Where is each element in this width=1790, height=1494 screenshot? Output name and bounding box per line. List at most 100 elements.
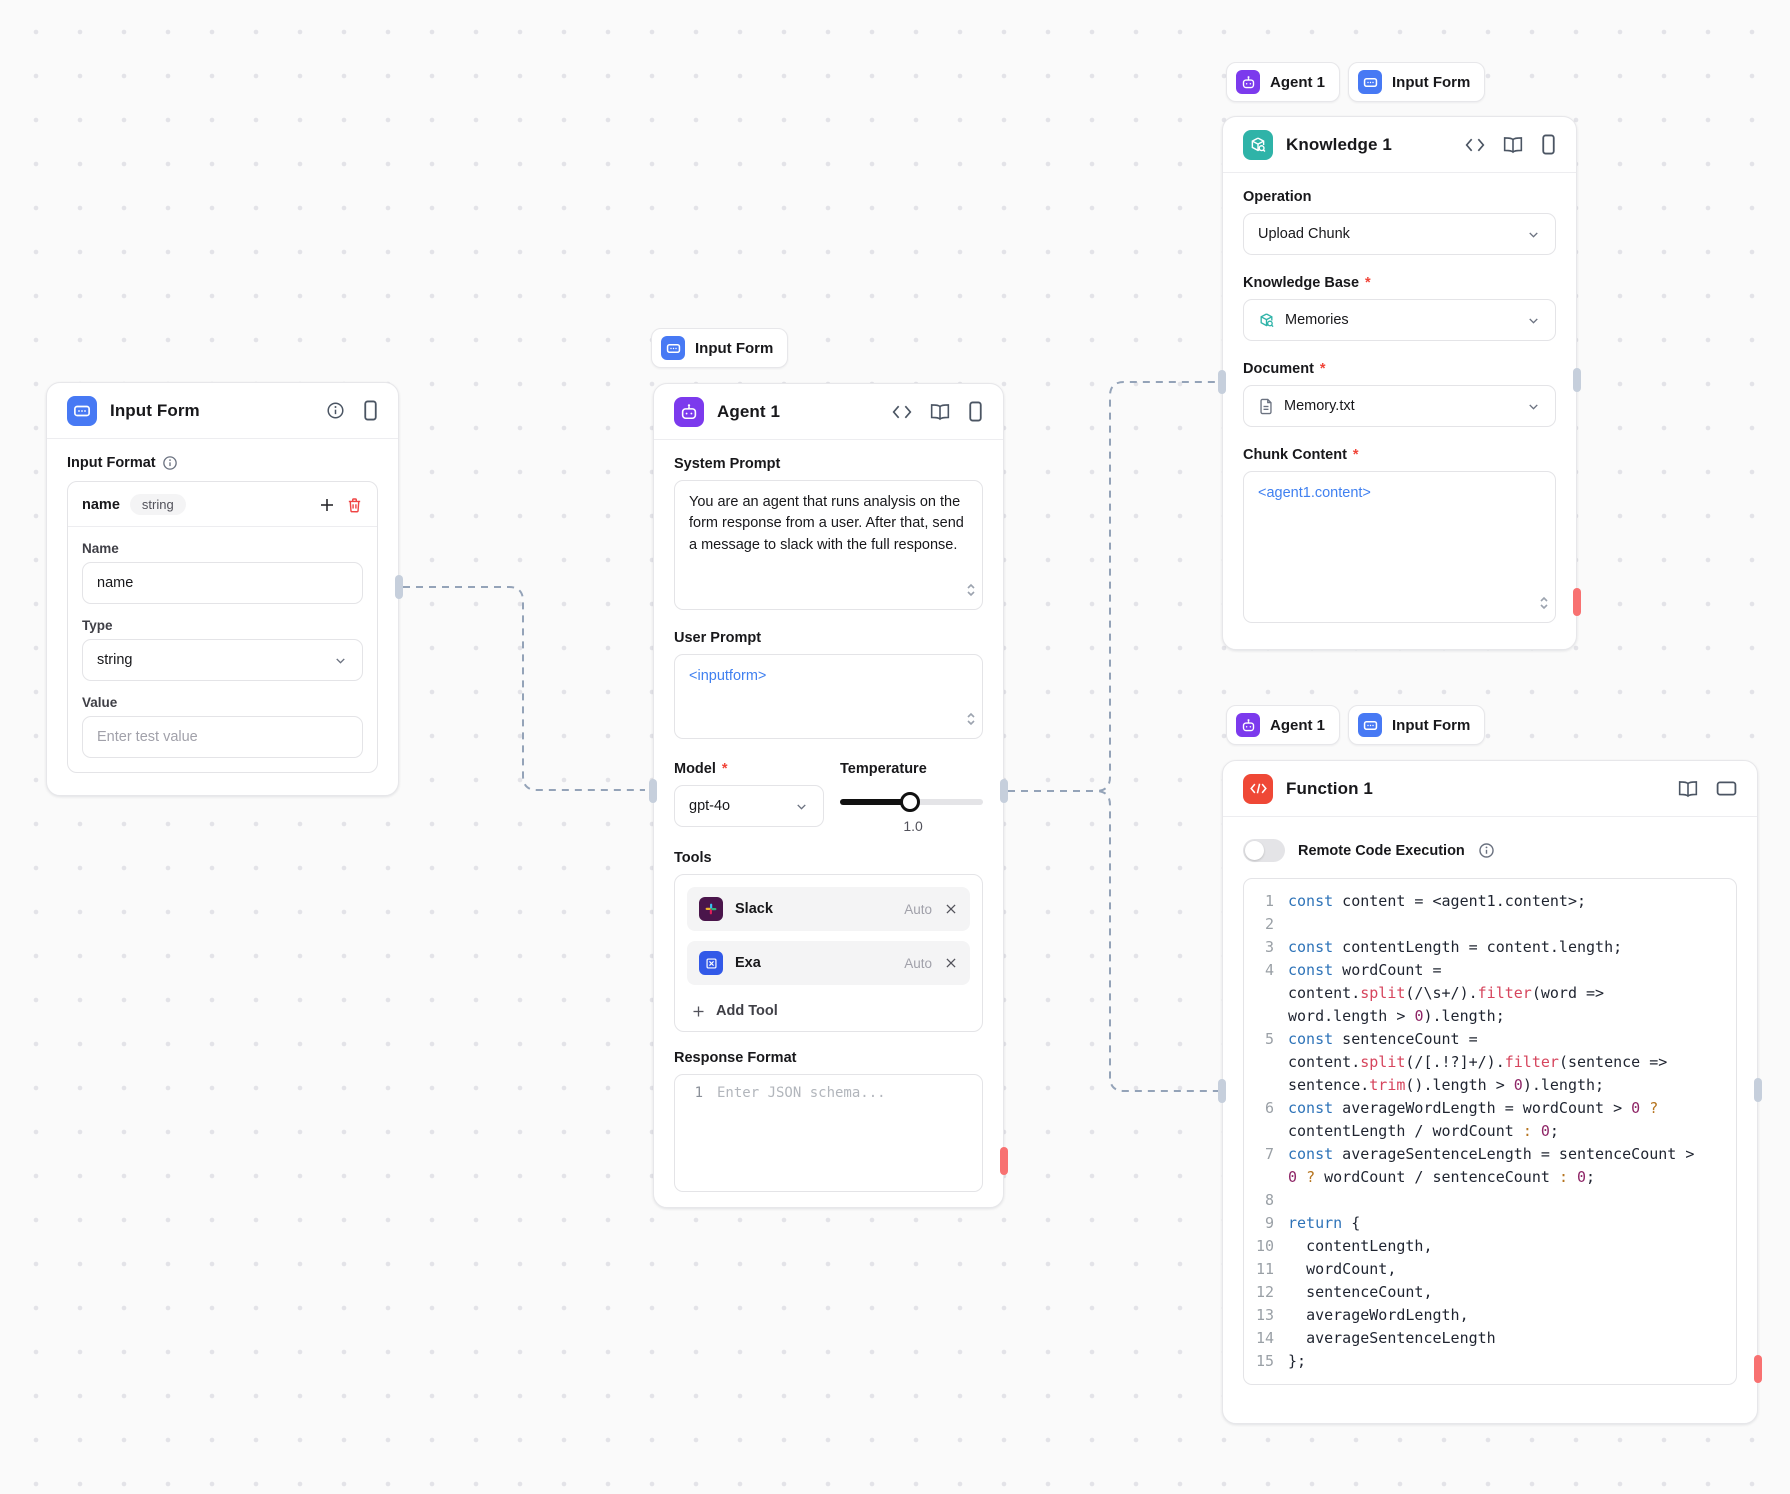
- code-text: const content = <agent1.content>;: [1288, 892, 1587, 910]
- mobile-preview-icon[interactable]: [1541, 134, 1556, 155]
- resize-grip-icon[interactable]: [1539, 596, 1549, 617]
- function-icon: [1243, 773, 1273, 804]
- document-select[interactable]: Memory.txt: [1243, 385, 1556, 427]
- chip-agent[interactable]: Agent 1: [1226, 705, 1341, 745]
- code-text: [1288, 913, 1706, 936]
- node-agent[interactable]: Agent 1 System Prompt You are an agent t…: [653, 383, 1004, 1208]
- port-function-output[interactable]: [1754, 1078, 1762, 1102]
- temperature-slider[interactable]: [840, 792, 983, 812]
- node-title: Function 1: [1286, 778, 1373, 798]
- node-knowledge[interactable]: Knowledge 1 Operation Upload Chunk Knowl…: [1222, 116, 1577, 650]
- remove-tool-icon[interactable]: [944, 902, 958, 916]
- port-agent-input[interactable]: [649, 779, 657, 803]
- function-header: Function 1: [1223, 761, 1757, 817]
- user-prompt-text: <inputform>: [689, 668, 767, 684]
- model-select-value: gpt-4o: [689, 798, 731, 814]
- docs-icon[interactable]: [1503, 136, 1523, 154]
- chip-input-form[interactable]: Input Form: [651, 328, 789, 368]
- add-tool-button[interactable]: Add Tool: [687, 995, 970, 1019]
- tool-mode: Auto: [904, 901, 932, 917]
- node-title: Agent 1: [717, 401, 781, 421]
- name-input[interactable]: name: [82, 562, 363, 604]
- tool-row-slack[interactable]: Slack Auto: [687, 887, 970, 931]
- agent-icon: [1236, 70, 1260, 94]
- delete-field-icon[interactable]: [346, 496, 363, 514]
- info-icon[interactable]: [162, 455, 178, 471]
- port-agent-output[interactable]: [1000, 779, 1008, 803]
- info-icon[interactable]: [1478, 842, 1495, 859]
- code-line: 2: [1244, 913, 1736, 936]
- resize-grip-icon[interactable]: [966, 712, 976, 733]
- field-type-badge: string: [129, 494, 186, 515]
- chip-agent[interactable]: Agent 1: [1226, 62, 1341, 102]
- value-input[interactable]: Enter test value: [82, 716, 363, 758]
- code-view-icon[interactable]: [892, 404, 912, 420]
- chip-input-form[interactable]: Input Form: [1348, 62, 1486, 102]
- add-field-icon[interactable]: [318, 496, 336, 514]
- code-text: wordCount,: [1288, 1260, 1397, 1278]
- type-select[interactable]: string: [82, 639, 363, 681]
- input-form-icon: [67, 395, 97, 426]
- line-number: 7: [1264, 1145, 1274, 1163]
- code-text: sentenceCount,: [1288, 1283, 1433, 1301]
- chunk-content-textarea[interactable]: <agent1.content>: [1243, 471, 1556, 623]
- knowledge-base-label: Knowledge Base: [1243, 275, 1360, 291]
- response-format-editor[interactable]: 1 Enter JSON schema...: [674, 1074, 983, 1192]
- port-function-error[interactable]: [1754, 1355, 1762, 1383]
- port-knowledge-input[interactable]: [1218, 370, 1226, 394]
- knowledge-base-select[interactable]: Memories: [1243, 299, 1556, 341]
- slider-knob[interactable]: [900, 792, 921, 812]
- node-title: Knowledge 1: [1286, 134, 1392, 154]
- port-inputform-output[interactable]: [395, 575, 403, 599]
- node-input-form[interactable]: Input Form Input Format name string: [46, 382, 399, 796]
- operation-select[interactable]: Upload Chunk: [1243, 213, 1556, 255]
- info-icon[interactable]: [326, 401, 345, 420]
- tool-name: Slack: [735, 901, 773, 917]
- chip-input-form[interactable]: Input Form: [1348, 705, 1486, 745]
- code-text: const averageSentenceLength = sentenceCo…: [1288, 1145, 1704, 1186]
- port-agent-error[interactable]: [1000, 1147, 1008, 1175]
- line-number: 9: [1264, 1214, 1274, 1232]
- expand-panel-icon[interactable]: [1716, 781, 1737, 796]
- port-knowledge-output[interactable]: [1573, 368, 1581, 392]
- input-format-label-row: Input Format: [67, 455, 378, 471]
- knowledge-header: Knowledge 1: [1223, 117, 1576, 173]
- line-number: 2: [1264, 915, 1274, 933]
- knowledge-base-value: Memories: [1285, 312, 1349, 328]
- line-number: 14: [1255, 1329, 1274, 1347]
- system-prompt-textarea[interactable]: You are an agent that runs analysis on t…: [674, 480, 983, 610]
- input-form-icon: [1358, 70, 1382, 94]
- remove-tool-icon[interactable]: [944, 956, 958, 970]
- user-prompt-textarea[interactable]: <inputform>: [674, 654, 983, 739]
- code-line: 13 averageWordLength,: [1244, 1304, 1736, 1327]
- required-marker: *: [721, 761, 728, 777]
- name-input-value: name: [97, 575, 134, 591]
- knowledge-icon: [1243, 129, 1273, 160]
- port-knowledge-error[interactable]: [1573, 588, 1581, 616]
- code-view-icon[interactable]: [1465, 137, 1485, 153]
- code-text: averageWordLength,: [1288, 1306, 1469, 1324]
- resize-grip-icon[interactable]: [966, 583, 976, 604]
- document-value: Memory.txt: [1284, 398, 1355, 414]
- slack-icon: [699, 897, 723, 921]
- docs-icon[interactable]: [1678, 780, 1698, 798]
- tool-row-exa[interactable]: Exa Auto: [687, 941, 970, 985]
- code-text: const sentenceCount = content.split(/[.!…: [1288, 1030, 1677, 1094]
- tool-mode: Auto: [904, 955, 932, 971]
- model-select[interactable]: gpt-4o: [674, 785, 824, 827]
- mobile-preview-icon[interactable]: [968, 401, 983, 422]
- required-marker: *: [1365, 275, 1371, 291]
- docs-icon[interactable]: [930, 403, 950, 421]
- file-icon: [1260, 398, 1272, 414]
- chip-label: Input Form: [1392, 73, 1471, 91]
- code-line: 11 wordCount,: [1244, 1258, 1736, 1281]
- port-function-input[interactable]: [1218, 1079, 1226, 1103]
- remote-code-toggle[interactable]: [1243, 839, 1285, 862]
- temperature-label: Temperature: [840, 761, 927, 777]
- mobile-preview-icon[interactable]: [363, 400, 378, 421]
